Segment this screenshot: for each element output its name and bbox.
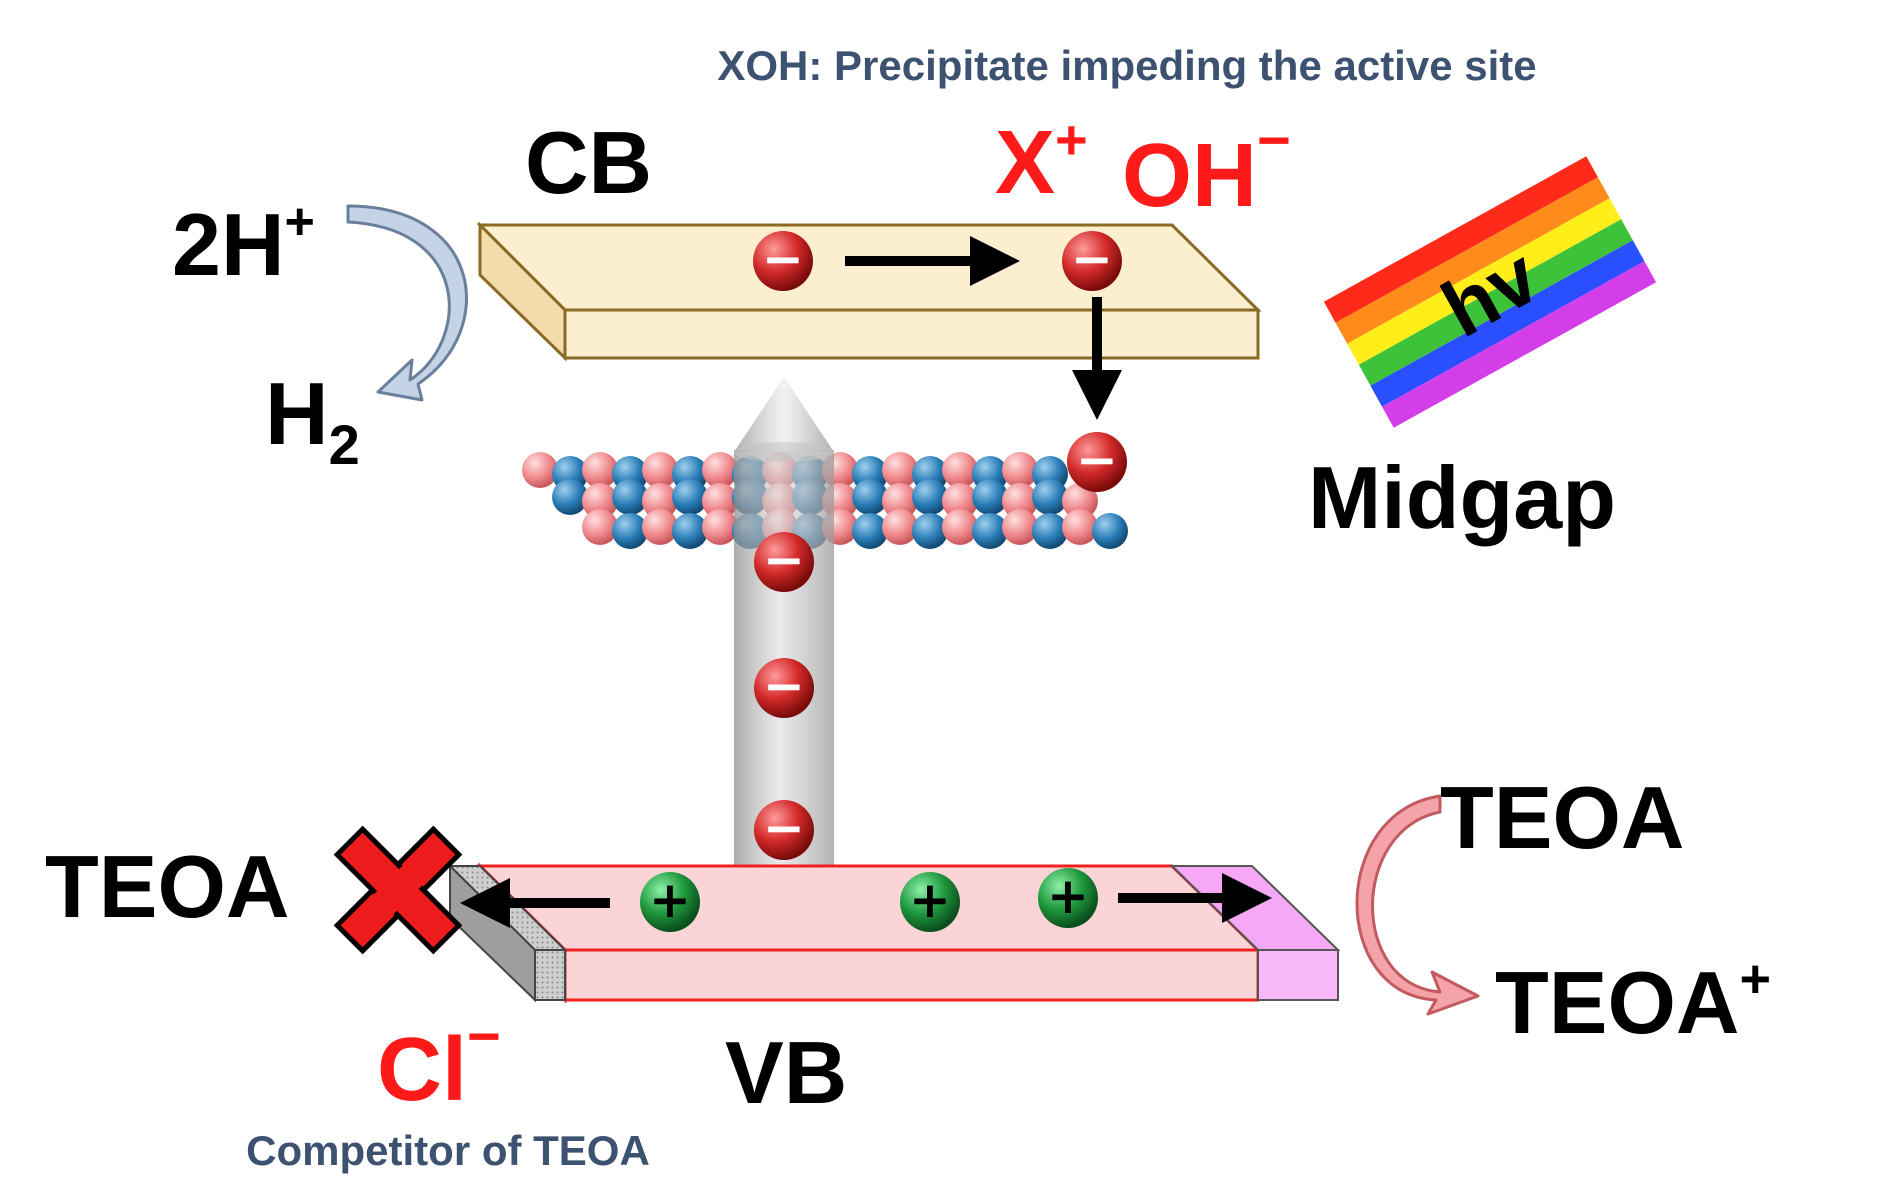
cb-label: CB <box>525 113 652 212</box>
midgap-atom-pink <box>1062 483 1098 519</box>
midgap-atom-pink <box>582 452 618 488</box>
electron-sign: − <box>763 657 805 715</box>
midgap-atom-blue <box>1092 513 1128 549</box>
midgap-atom-pink <box>702 509 738 545</box>
midgap-atom-blue <box>852 513 888 549</box>
electron-sign: − <box>1071 230 1113 288</box>
midgap-atom-pink <box>942 509 978 545</box>
electron-sign: − <box>1076 431 1118 489</box>
midgap-atom-blue <box>852 479 888 515</box>
teoa-oxidized-label: TEOA+ <box>1495 949 1771 1052</box>
caption-top: XOH: Precipitate impeding the active sit… <box>717 42 1536 89</box>
midgap-atom-pink <box>642 509 678 545</box>
midgap-atom-pink <box>882 483 918 519</box>
electron-sign: − <box>763 799 805 857</box>
hole-sign: + <box>649 871 691 929</box>
midgap-atom-blue <box>972 479 1008 515</box>
hydrogen-label: H2 <box>265 364 360 476</box>
electron: − <box>754 799 814 860</box>
charge-carriers: − − − − − − + + + <box>640 230 1127 932</box>
midgap-atom-blue <box>1032 513 1068 549</box>
electron: − <box>754 657 814 718</box>
hydroxide-label: OH− <box>1122 108 1291 226</box>
midgap-atom-pink <box>1002 509 1038 545</box>
midgap-atom-pink <box>702 483 738 519</box>
midgap-atom-blue <box>612 479 648 515</box>
hole: + <box>1038 867 1098 928</box>
caption-bottom: Competitor of TEOA <box>246 1127 650 1174</box>
electron: − <box>753 230 813 291</box>
midgap-atom-pink <box>882 452 918 488</box>
midgap-atom-pink <box>642 483 678 519</box>
midgap-atom-blue <box>672 479 708 515</box>
midgap-atom-blue <box>912 513 948 549</box>
hole-sign: + <box>1047 867 1089 925</box>
midgap-atom-pink <box>582 483 618 519</box>
electron: − <box>754 531 814 592</box>
midgap-atom-pink <box>1062 509 1098 545</box>
electron: − <box>1067 431 1127 492</box>
midgap-atom-pink <box>582 509 618 545</box>
teoa-right-label: TEOA <box>1440 768 1684 867</box>
midgap-atom-blue <box>552 479 588 515</box>
cation-label: X+ <box>995 108 1088 213</box>
blocked-cross-icon <box>333 825 463 955</box>
midgap-atom-pink <box>942 452 978 488</box>
midgap-atom-pink <box>522 452 558 488</box>
teoa-oxidation-arrow <box>1355 794 1480 1016</box>
hole: + <box>640 871 700 932</box>
vb-slab <box>447 862 1341 1004</box>
vb-label: VB <box>725 1023 847 1122</box>
midgap-atom-blue <box>972 513 1008 549</box>
midgap-atom-blue <box>912 479 948 515</box>
teoa-left-label: TEOA <box>45 837 289 936</box>
midgap-atom-pink <box>1002 483 1038 519</box>
midgap-atom-pink <box>1002 452 1038 488</box>
midgap-atom-pink <box>642 452 678 488</box>
midgap-atom-blue <box>672 513 708 549</box>
chloride-label: Cl− <box>377 1004 501 1120</box>
electron-sign: − <box>762 230 804 288</box>
midgap-atom-pink <box>702 452 738 488</box>
electron: − <box>1062 230 1122 291</box>
midgap-atom-pink <box>882 509 918 545</box>
proton-reduction-arrow <box>346 204 468 402</box>
midgap-atom-blue <box>1032 479 1068 515</box>
proton-label: 2H+ <box>172 193 315 294</box>
electron-sign: − <box>763 531 805 589</box>
hole-sign: + <box>909 871 951 929</box>
midgap-atom-blue <box>612 513 648 549</box>
light-rainbow: hv <box>1323 156 1657 428</box>
cb-slab <box>476 221 1262 362</box>
midgap-atom-pink <box>942 483 978 519</box>
hole: + <box>900 871 960 932</box>
midgap-label: Midgap <box>1308 448 1616 547</box>
